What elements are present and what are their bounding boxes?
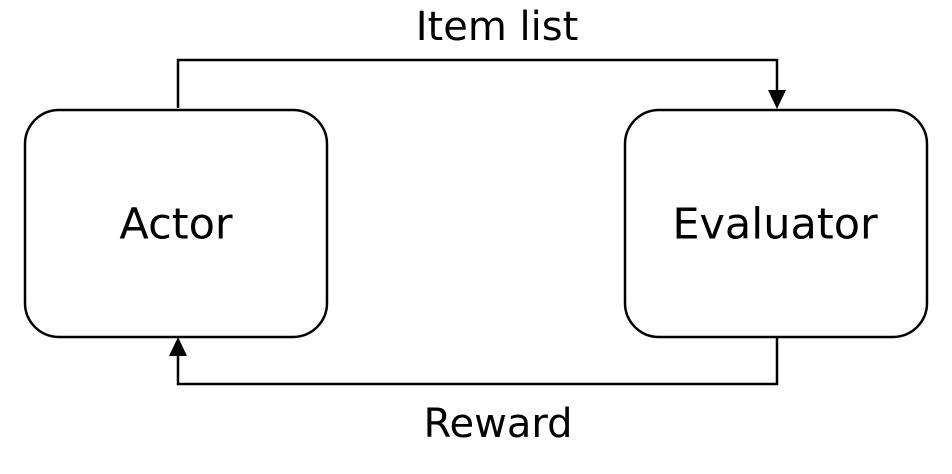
edge-item-list-arrow [176, 58, 779, 108]
edge-reward-arrowhead [169, 337, 187, 356]
node-evaluator: Evaluator [623, 108, 929, 339]
node-actor-box [23, 108, 329, 339]
edge-label-reward: Reward [424, 401, 573, 447]
edge-label-item-list: Item list [416, 4, 579, 50]
edge-reward-arrow [176, 338, 779, 386]
node-actor: Actor [23, 108, 329, 339]
node-evaluator-box [623, 108, 929, 339]
node-actor-label: Actor [119, 200, 232, 250]
edge-item-list-arrowhead [768, 90, 786, 109]
node-evaluator-label: Evaluator [672, 200, 878, 250]
